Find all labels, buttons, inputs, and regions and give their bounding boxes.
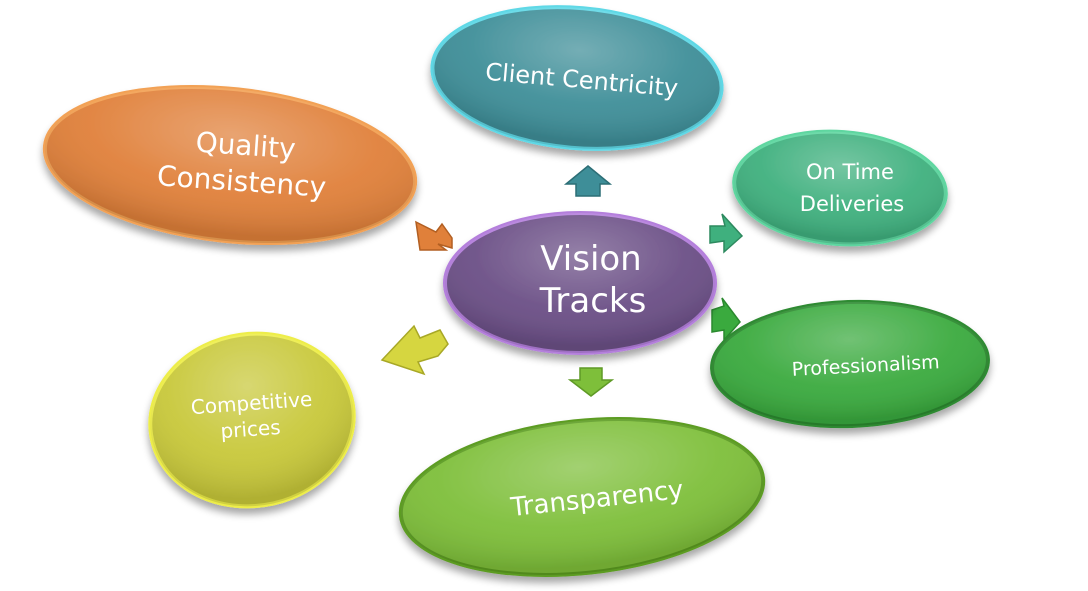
- arrow-left-down-icon: [380, 324, 449, 376]
- node-competitive-prices: Competitive prices: [148, 331, 356, 509]
- arrow-left-up-icon: [415, 220, 453, 251]
- node-professionalism: Professionalism: [710, 299, 990, 429]
- node-on-time-deliveries: On Time Deliveries: [732, 129, 948, 247]
- arrow-down-icon: [567, 367, 615, 397]
- node-quality-consistency: Quality Consistency: [42, 84, 418, 246]
- center-label: Vision: [540, 239, 641, 279]
- node-client-centricity: Client Centricity: [430, 5, 724, 151]
- center-label: Tracks: [539, 281, 647, 321]
- arrows: [380, 165, 744, 397]
- node-label: Quality: [195, 126, 297, 166]
- node-transparency: Transparency: [398, 417, 766, 577]
- arrow-right-down-icon: [711, 297, 741, 342]
- arrow-up-icon: [563, 165, 613, 197]
- node-label: Deliveries: [800, 192, 904, 216]
- node-label: prices: [220, 415, 282, 443]
- center-node-vision-tracks: Vision Tracks: [443, 211, 717, 355]
- node-label: On Time: [806, 160, 894, 184]
- arrow-right-up-icon: [709, 213, 744, 254]
